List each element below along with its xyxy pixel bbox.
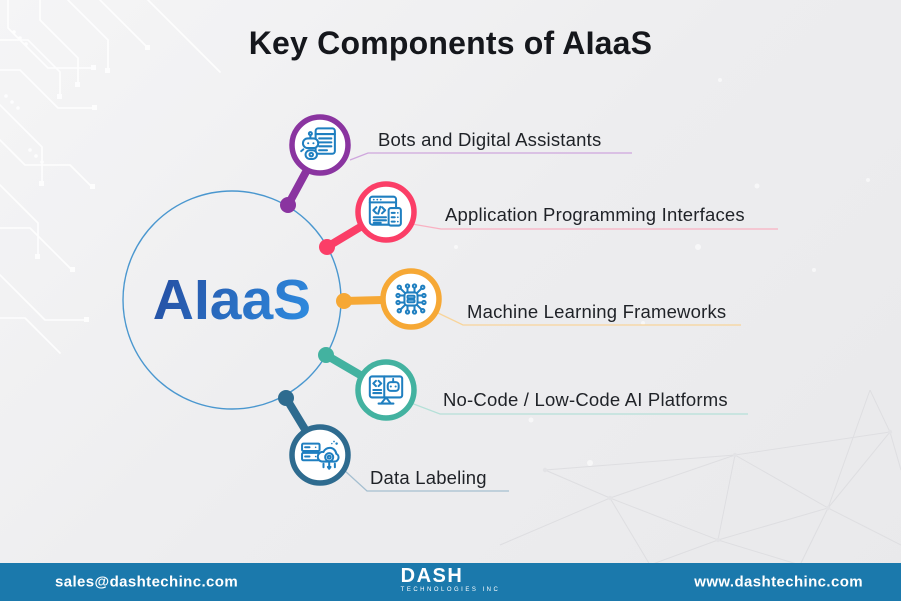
bot-assistant-icon — [300, 127, 336, 161]
connector-dot — [336, 293, 352, 309]
label-leader-line — [410, 402, 748, 415]
nocode-monitor-icon — [368, 375, 404, 405]
ml-chip-icon — [395, 283, 427, 315]
center-circle-label: AIaaS — [122, 266, 342, 334]
component-label-api: Application Programming Interfaces — [445, 204, 745, 225]
label-leader-line — [411, 223, 778, 230]
component-label-ml: Machine Learning Frameworks — [467, 301, 727, 322]
connector-dot — [319, 239, 335, 255]
circuit-pattern-topleft — [0, 0, 221, 354]
component-label-bots: Bots and Digital Assistants — [378, 129, 602, 150]
connector-dot — [280, 197, 296, 213]
connector-dot — [278, 390, 294, 406]
data-labeling-icon — [301, 440, 340, 470]
mesh-pattern-bottomright — [499, 389, 901, 566]
footer-bar: sales@dashtechinc.com DASH TECHNOLOGIES … — [0, 563, 901, 601]
label-leader-line — [349, 152, 632, 161]
label-leader-line — [435, 311, 741, 326]
component-label-data: Data Labeling — [370, 467, 487, 488]
dash-logo: DASH TECHNOLOGIES INC — [400, 565, 501, 593]
footer-email: sales@dashtechinc.com — [55, 573, 239, 591]
component-label-nocode: No-Code / Low-Code AI Platforms — [443, 389, 728, 410]
connector-dot — [318, 347, 334, 363]
page-title: Key Components of AIaaS — [248, 25, 653, 61]
label-leader-line — [343, 469, 509, 492]
footer-website: www.dashtechinc.com — [694, 573, 863, 591]
sparkle-dots — [454, 78, 870, 466]
logo-tagline: TECHNOLOGIES INC — [400, 587, 501, 593]
api-browser-icon — [368, 195, 402, 227]
branch-connector-api — [319, 181, 778, 255]
logo-name: DASH — [400, 565, 464, 587]
